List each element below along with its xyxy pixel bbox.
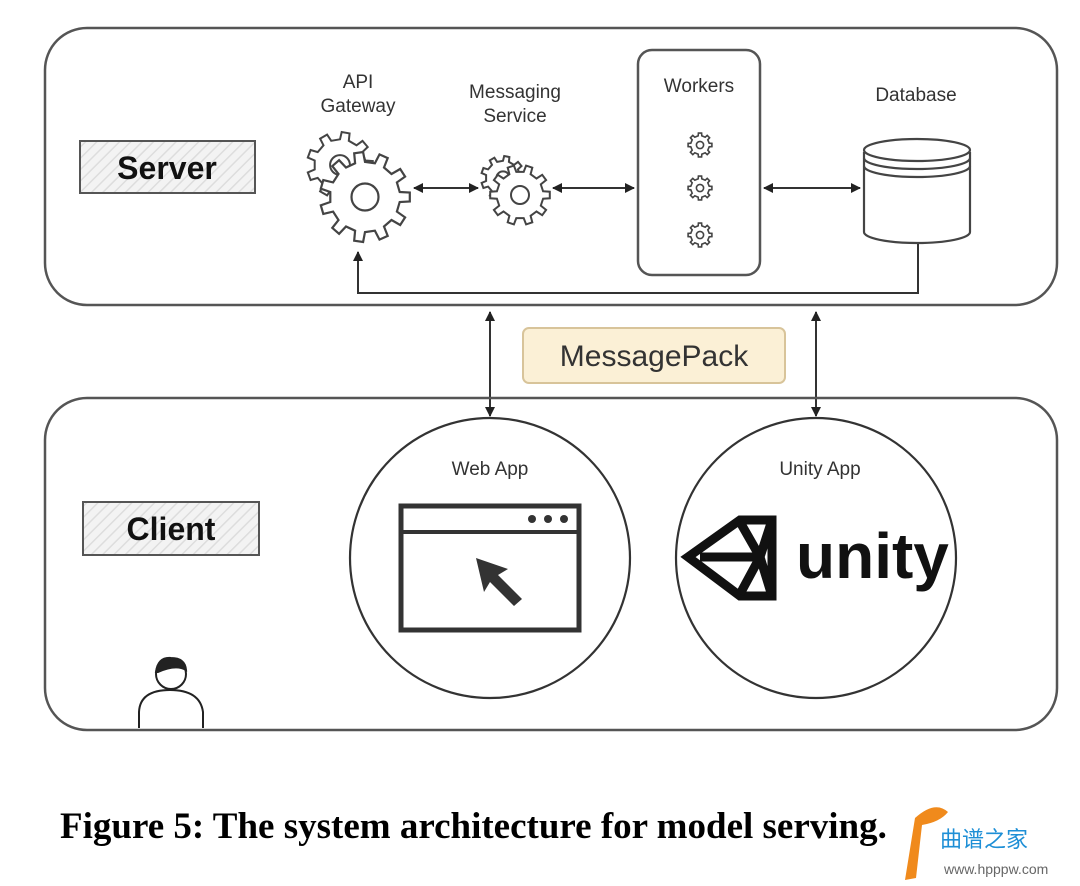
- browser-window-icon: [398, 503, 582, 633]
- server-container: [43, 26, 1059, 307]
- svg-text:曲谱之家: 曲谱之家: [940, 828, 1028, 853]
- messagepack-box: [522, 327, 786, 384]
- workers-box: [636, 48, 762, 277]
- workers-label: Workers: [664, 76, 734, 97]
- server-label: Server: [117, 150, 217, 186]
- messagepack-label: MessagePack: [560, 340, 749, 373]
- api-gateway-label-1: API: [343, 72, 374, 93]
- cursor-icon: [476, 558, 522, 606]
- database-label: Database: [875, 85, 956, 106]
- messaging-service-label-2: Service: [483, 106, 546, 127]
- unity-logo-text: unity: [796, 520, 949, 592]
- api-gateway-gear-icon: [306, 130, 411, 244]
- watermark-logo: 曲谱之家 www.hpppw.com: [905, 807, 1048, 880]
- server-label-box: [79, 140, 256, 194]
- user-person-icon: [138, 656, 204, 728]
- worker-gear-icon: [687, 132, 713, 158]
- messaging-service-gear-icon: [480, 154, 551, 226]
- svg-text:www.hpppw.com: www.hpppw.com: [943, 861, 1048, 877]
- client-container: [43, 396, 1059, 732]
- webapp-label: Web App: [452, 459, 529, 480]
- client-label: Client: [127, 511, 216, 547]
- worker-gear-icon: [687, 222, 713, 248]
- unity-logo-icon: [680, 515, 777, 601]
- messaging-service-label-1: Messaging: [469, 82, 561, 103]
- client-label-box: [82, 501, 260, 556]
- worker-gear-icon: [687, 175, 713, 201]
- unityapp-circle: [674, 416, 958, 700]
- unityapp-label: Unity App: [779, 459, 860, 480]
- webapp-circle: [348, 416, 632, 700]
- database-icon: [862, 137, 972, 245]
- figure-caption: Figure 5: The system architecture for mo…: [60, 806, 887, 847]
- api-gateway-label-2: Gateway: [321, 96, 396, 117]
- arrow-database-to-api: [353, 244, 919, 294]
